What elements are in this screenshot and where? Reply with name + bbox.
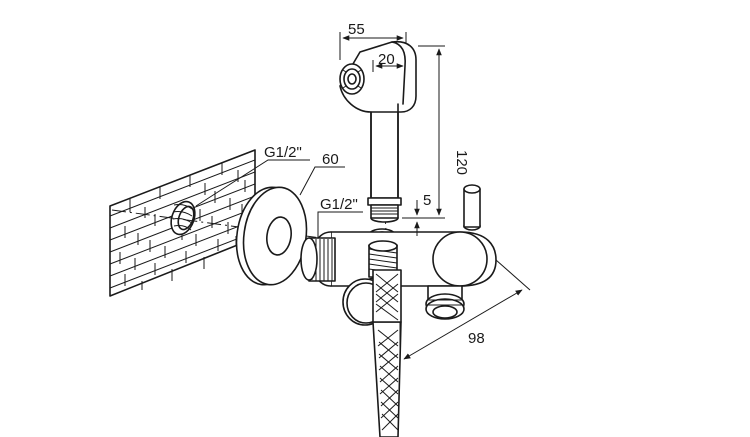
dimension-20 <box>372 60 404 72</box>
leader-thread-wall <box>195 159 310 207</box>
label-head-width: 55 <box>348 21 365 38</box>
dimension-55 <box>339 32 407 60</box>
leader-flange <box>299 166 345 196</box>
wall-flange <box>235 186 308 286</box>
braided-hose <box>372 269 402 437</box>
label-flange-diameter: 60 <box>322 151 339 168</box>
label-gap: 5 <box>423 192 431 209</box>
label-head-depth: 20 <box>378 51 395 68</box>
leader-thread-valve <box>317 211 363 238</box>
dimension-120 <box>402 45 445 219</box>
label-thread-valve: G1/2" <box>320 196 358 213</box>
wall-pipe-inlet <box>170 200 196 236</box>
label-valve-width: 98 <box>468 330 485 347</box>
label-handle-length: 120 <box>453 150 470 175</box>
dimension-98 <box>399 259 531 365</box>
label-thread-wall: G1/2" <box>264 144 302 161</box>
shower-handle <box>339 40 417 223</box>
